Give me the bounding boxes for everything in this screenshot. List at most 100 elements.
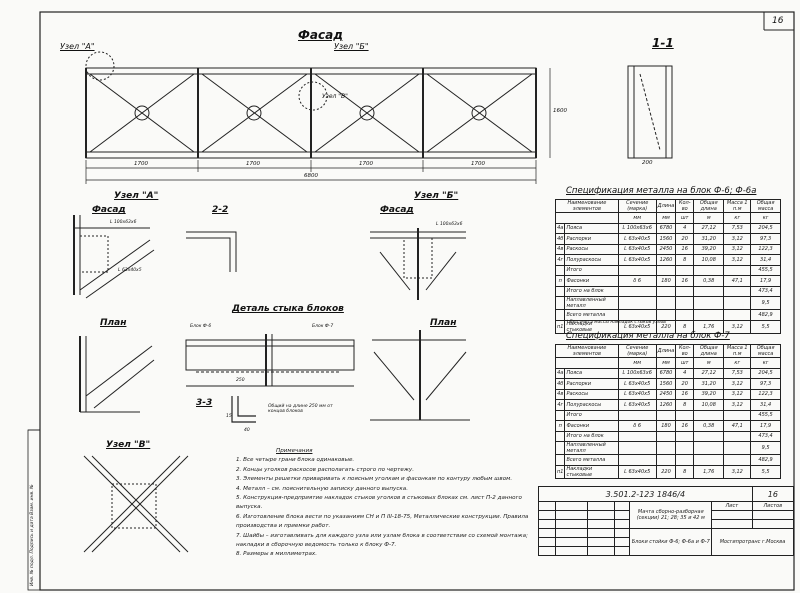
- spec1-u2: мм: [655, 212, 677, 224]
- spec2-cell: [693, 430, 725, 442]
- spec1-cell: 27,12: [693, 222, 725, 234]
- spec1-cell: [655, 309, 677, 321]
- spec2-cell: 3,12: [723, 464, 752, 479]
- note-item: 8. Размеры в миллиметрах.: [236, 551, 318, 558]
- spec2-row: Итого на блок 473,4: [554, 430, 781, 442]
- spec2-h6: Общая масса: [750, 344, 781, 358]
- spec1-cell: L 100x63x6: [617, 222, 657, 234]
- spec1-cell: [723, 264, 752, 276]
- spec2-cell: [554, 409, 566, 421]
- spec2-cell: L 63x40x5: [617, 388, 657, 400]
- label-node-a-chord: L 100x63x6: [110, 220, 137, 225]
- notes-list: 1. Все четыре грани блока одинаковые.2. …: [236, 456, 546, 559]
- label-dim-250: 250: [236, 378, 245, 383]
- sheet-number: 16: [772, 16, 784, 26]
- label-node-a-diag: L 63x40x5: [118, 268, 142, 273]
- spec1-cell: 473,4: [750, 285, 781, 297]
- label-block-f6: Блок Ф-6: [190, 324, 212, 329]
- spec2-cell: 4б: [554, 378, 566, 390]
- title-section-1-1: 1-1: [652, 36, 674, 50]
- label-node-b-chord: L 100x63x6: [436, 222, 463, 227]
- spec1-cell: δ 6: [617, 275, 657, 287]
- spec2-cell: 1260: [655, 399, 677, 411]
- spec1-cell: п: [554, 275, 566, 287]
- spec1-cell: [693, 264, 725, 276]
- spec1-cell: L 63x40x5: [617, 254, 657, 266]
- label-block-f7: Блок Ф-7: [312, 324, 334, 329]
- stamp-drawing: Блоки стойки Ф-6; Ф-6а и Ф-7: [629, 528, 713, 556]
- spec2-u3: шт: [675, 357, 695, 369]
- spec2-cell: 5,5: [750, 464, 781, 479]
- spec1-cell: 3,12: [723, 243, 752, 255]
- spec2-cell: δ 6: [617, 420, 657, 432]
- side-stamp: Инв. № подл. Подпись и дата Взам. инв. №: [30, 484, 35, 586]
- spec1-cell: Наплавленный металл: [564, 296, 619, 310]
- spec1-h0: Наименование элементов: [555, 199, 619, 213]
- title-detail-joint: Деталь стыка блоков: [232, 304, 344, 314]
- spec2-cell: 4г: [554, 399, 566, 411]
- spec2-cell: 4в: [554, 388, 566, 400]
- spec2-cell: [675, 430, 695, 442]
- spec1-cell: [554, 296, 566, 310]
- spec2-cell: 16: [675, 420, 695, 432]
- spec2-cell: [693, 409, 725, 421]
- spec1-h1: Сечение (марка): [617, 199, 657, 213]
- spec2-cell: [617, 454, 657, 466]
- spec2-h2: Длина: [655, 344, 677, 358]
- spec1-cell: [554, 285, 566, 297]
- spec2-cell: Итого на блок: [564, 430, 619, 442]
- spec2-cell: L 63x40x5: [617, 378, 657, 390]
- spec2-u4: м: [693, 357, 725, 369]
- spec1-cell: L 63x40x5: [617, 233, 657, 245]
- spec2-cell: L 63x40x5: [617, 399, 657, 411]
- spec2-cell: [675, 454, 695, 466]
- spec1-cell: п1: [554, 319, 566, 334]
- spec2-u6: кг: [750, 357, 781, 369]
- spec2-cell: [554, 454, 566, 466]
- spec2-cell: 47,1: [723, 420, 752, 432]
- spec1-cell: [617, 264, 657, 276]
- spec2-cell: 31,4: [750, 399, 781, 411]
- stamp-code: 3.501.2-123 1846/4: [538, 486, 753, 502]
- spec1-cell: 455,5: [750, 264, 781, 276]
- spec1-cell: [675, 296, 695, 310]
- spec2-h0: Наименование элементов: [555, 344, 619, 358]
- spec2-cell: [655, 441, 677, 455]
- plan-a: [79, 336, 155, 413]
- spec2-cell: [554, 441, 566, 455]
- spec1-cell: [655, 264, 677, 276]
- section-1-1-outline: [627, 65, 673, 159]
- note-item: 5. Конструкция-предприятие накладок стык…: [236, 495, 522, 511]
- spec1-cell: 1560: [655, 233, 677, 245]
- spec1-units-row: мм мм шт м кг кг: [555, 212, 781, 224]
- spec2-cell: Раскосы: [564, 388, 619, 400]
- spec1-u1: мм: [617, 212, 657, 224]
- spec2-cell: 180: [655, 420, 677, 432]
- spec1-cell: [617, 296, 657, 310]
- spec1-cell: [675, 264, 695, 276]
- spec1-cell: 3,12: [723, 319, 752, 334]
- spec2-cell: Полураскосы: [564, 399, 619, 411]
- spec2-cell: 204,5: [750, 367, 781, 379]
- title-node-a: Узел "А": [114, 191, 159, 201]
- label-bolt-note: Общий на длине 250 мм от концов блоков: [268, 404, 333, 414]
- dim-total: 6800: [304, 173, 318, 179]
- spec1-cell: Раскосы: [564, 243, 619, 255]
- spec1-cell: [723, 296, 752, 310]
- spec2-cell: 1560: [655, 378, 677, 390]
- spec1-cell: 7,53: [723, 222, 752, 234]
- spec1-cell: 20: [675, 233, 695, 245]
- spec2-cell: [723, 430, 752, 442]
- spec2-cell: 473,4: [750, 430, 781, 442]
- spec1-cell: 1260: [655, 254, 677, 266]
- spec1-cell: [675, 309, 695, 321]
